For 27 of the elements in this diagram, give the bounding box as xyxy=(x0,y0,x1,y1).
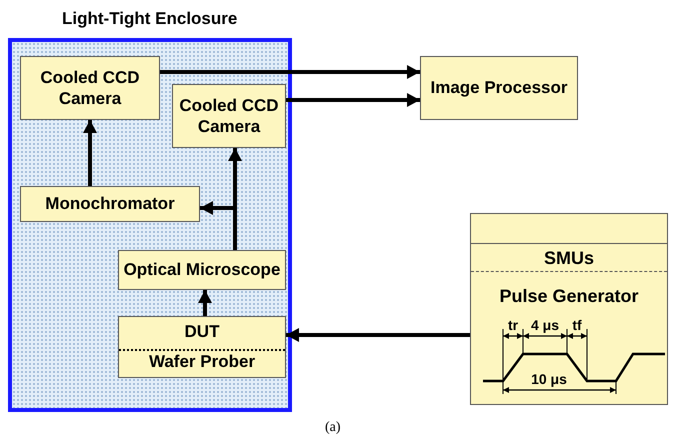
process-box xyxy=(118,250,286,290)
panel-label: Pulse Generator xyxy=(498,285,640,308)
process-box xyxy=(420,56,578,120)
process-box xyxy=(118,316,286,378)
process-box xyxy=(20,56,160,120)
arrow xyxy=(286,93,420,107)
instrument-panel xyxy=(470,213,668,405)
caption: (a) xyxy=(325,420,341,436)
box-label: DUT xyxy=(184,321,220,343)
arrow xyxy=(286,328,470,342)
arrow xyxy=(83,120,97,186)
arrow xyxy=(198,290,212,316)
panel-label: SMUs xyxy=(542,247,595,270)
box-label: Optical Microscope xyxy=(124,259,280,281)
process-box xyxy=(172,84,286,148)
dimension-label: 4 μs xyxy=(530,318,560,334)
dimension-label: tr xyxy=(508,318,518,334)
box-label: Cooled CCD Camera xyxy=(39,66,141,110)
box-label: Monochromator xyxy=(45,193,175,215)
box-label: Image Processor xyxy=(430,77,568,99)
box-label: Cooled CCD Camera xyxy=(178,94,280,138)
arrow xyxy=(160,65,420,79)
dimension-label: tf xyxy=(572,318,582,334)
box-label: Wafer Prober xyxy=(148,351,256,373)
process-box xyxy=(20,186,200,222)
dimension-label: 10 μs xyxy=(531,372,567,388)
enclosure-title: Light-Tight Enclosure xyxy=(62,8,238,30)
